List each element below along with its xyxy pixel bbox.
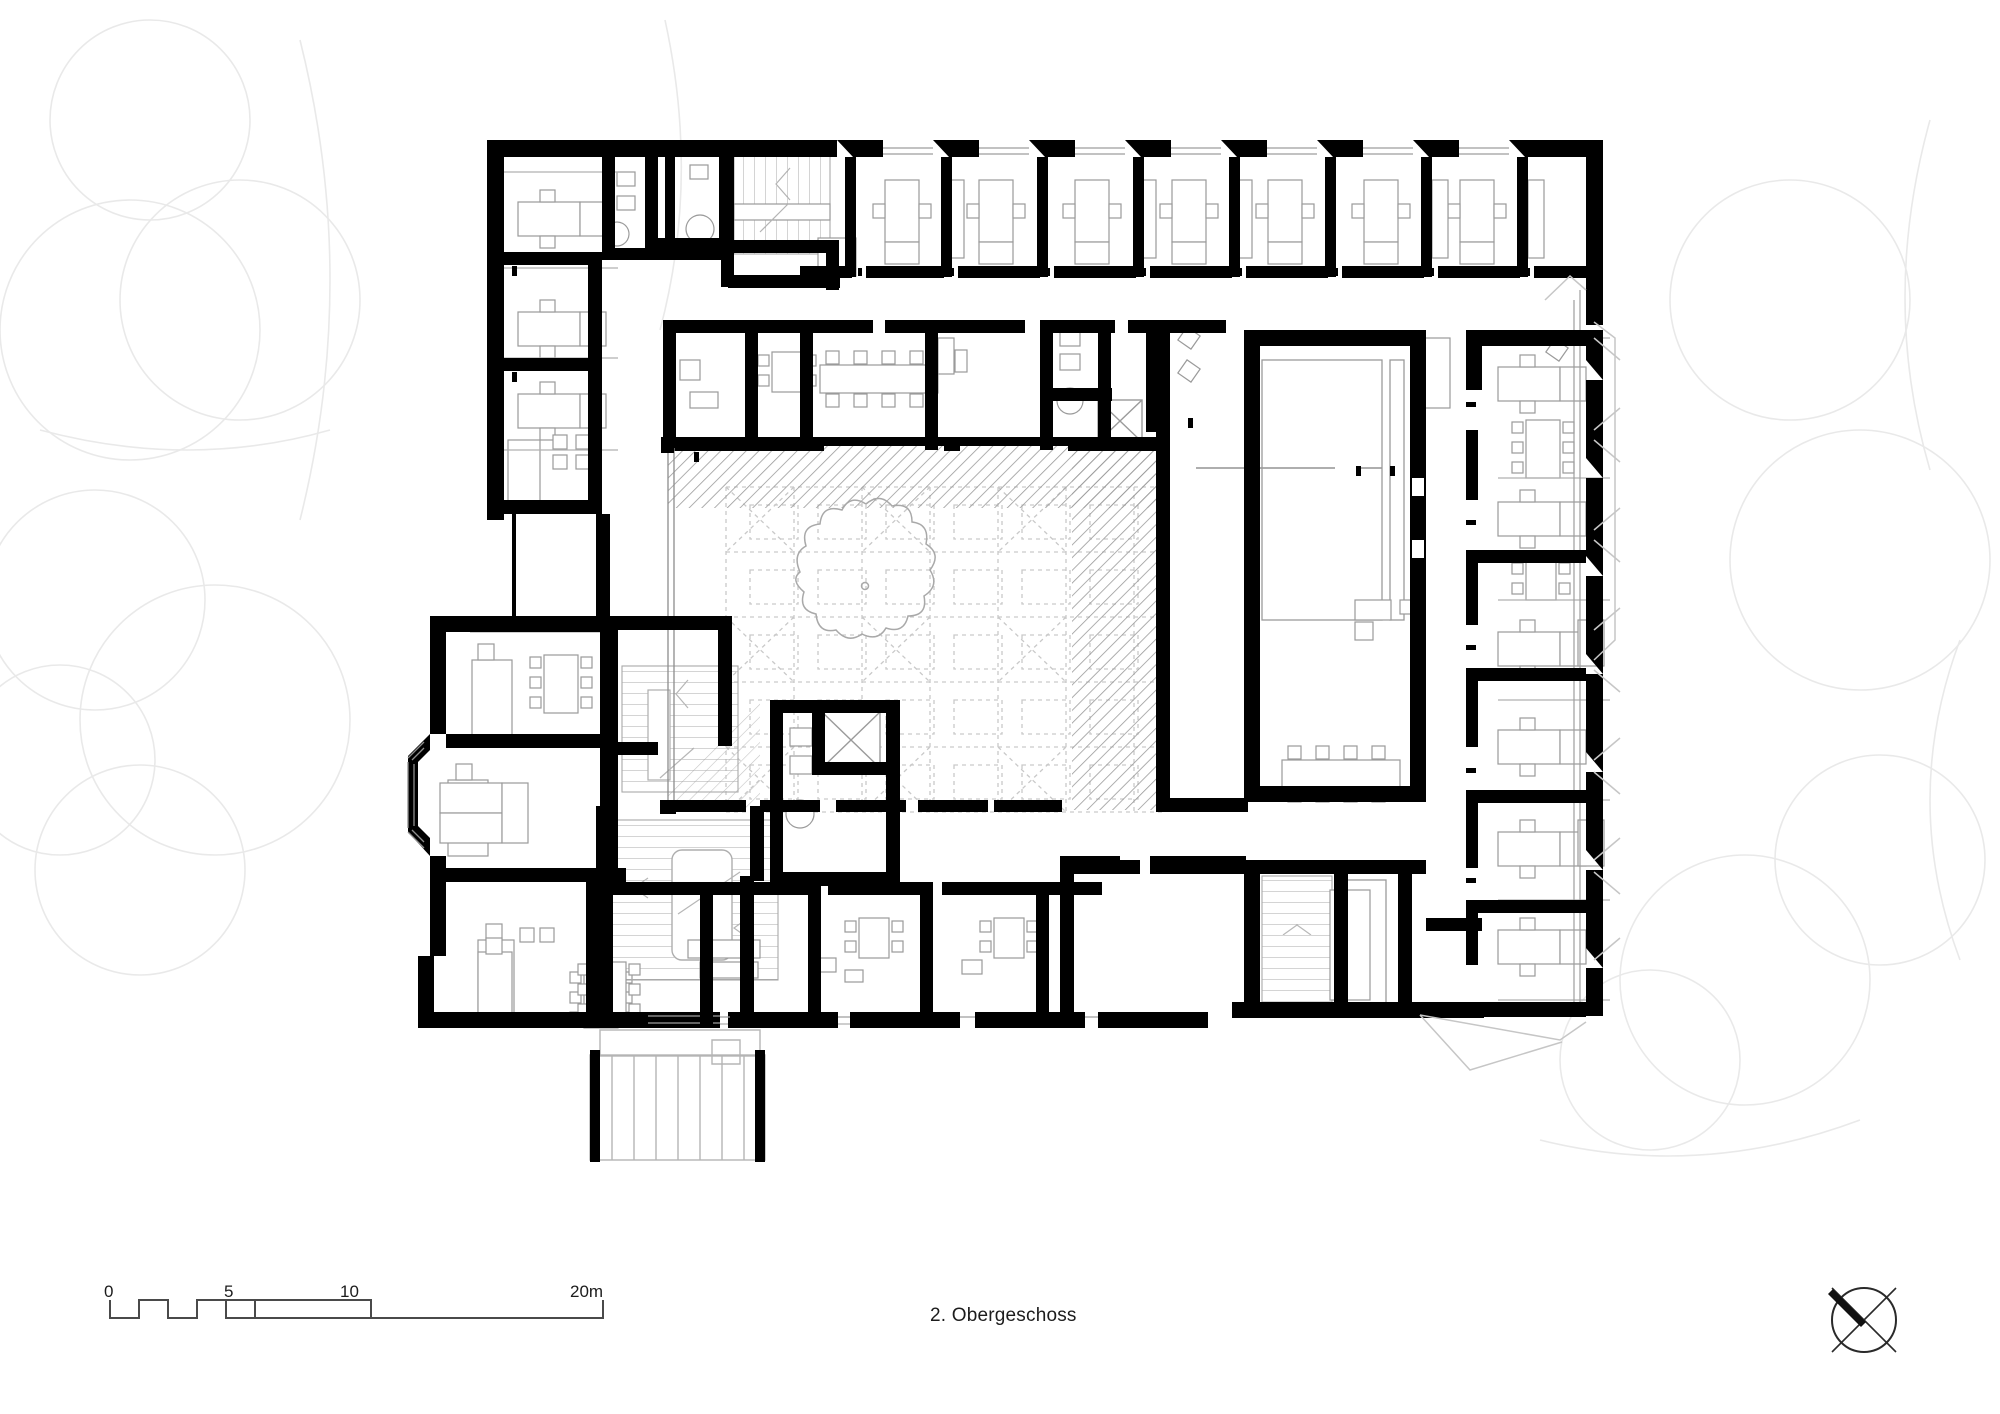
east-hall-inner	[1261, 359, 1405, 621]
bay-window-west	[407, 734, 430, 856]
wall-ne-corner	[1586, 140, 1603, 285]
scale-bar-ticks	[109, 1300, 604, 1318]
wall-west-historic	[430, 616, 446, 734]
wall-west-nw	[487, 140, 504, 520]
page-title: 2. Obergeschoss	[930, 1305, 1077, 1326]
wall-layer	[407, 140, 1621, 1162]
wall-north-outer	[487, 140, 695, 157]
site-context-ghost-lines	[0, 19, 1991, 1157]
wall-south-outer	[420, 1012, 720, 1028]
north-meeting-rooms	[679, 337, 968, 409]
wall-east-hall-left	[1244, 330, 1260, 800]
elevator-south	[821, 711, 881, 769]
slab-edge-hatch-right	[1072, 440, 1162, 810]
terrace-outline	[1419, 274, 1621, 1071]
scale-tick-5: 5	[224, 1282, 234, 1301]
furniture-layer	[439, 153, 1610, 1029]
scale-tick-10: 10	[340, 1282, 359, 1301]
scale-tick-20: 20m	[570, 1282, 604, 1301]
atrium-tree-icon	[795, 497, 936, 639]
wall-mid-north-top	[663, 320, 873, 333]
south-porch-walls	[590, 1050, 765, 1162]
wall-core-wc	[770, 700, 783, 885]
scale-tick-0: 0	[104, 1282, 114, 1301]
wall-southeast	[1244, 860, 1260, 1018]
north-arrow	[1828, 1287, 1897, 1353]
